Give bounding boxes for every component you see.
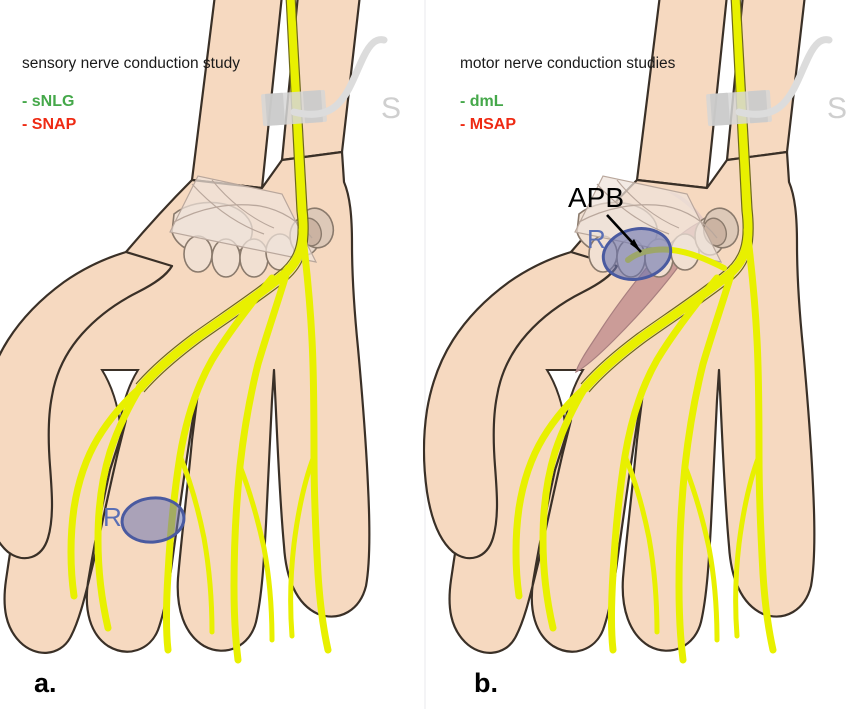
panel-a-legend-snlg: - sNLG xyxy=(22,93,74,110)
panel-b-letter: b. xyxy=(474,668,498,698)
panel-b-legend-msap: - MSAP xyxy=(460,116,516,133)
panel-a-recording-marker-label: R xyxy=(103,502,122,532)
median-nerve-b xyxy=(516,0,773,660)
panel-a: sensory nerve conduction study - sNLG - … xyxy=(0,0,401,698)
panel-b-stimulating-marker-label: S xyxy=(827,92,847,125)
panel-b: motor nerve conduction studies - dmL - M… xyxy=(424,0,847,698)
recording-electrode-a[interactable] xyxy=(120,495,186,545)
recording-electrode-b[interactable] xyxy=(599,222,676,285)
panel-a-letter: a. xyxy=(34,668,57,698)
panel-b-title: motor nerve conduction studies xyxy=(460,55,676,72)
panel-a-stimulating-marker-label: S xyxy=(381,92,401,125)
panel-a-title: sensory nerve conduction study xyxy=(22,55,240,72)
panel-b-legend-dml: - dmL xyxy=(460,93,504,110)
apb-label: APB xyxy=(568,182,624,213)
apb-leader-arrow xyxy=(630,239,641,252)
panel-b-recording-marker-label: R xyxy=(587,224,606,254)
panel-a-legend-snap: - SNAP xyxy=(22,116,77,133)
median-nerve-a xyxy=(71,0,328,660)
